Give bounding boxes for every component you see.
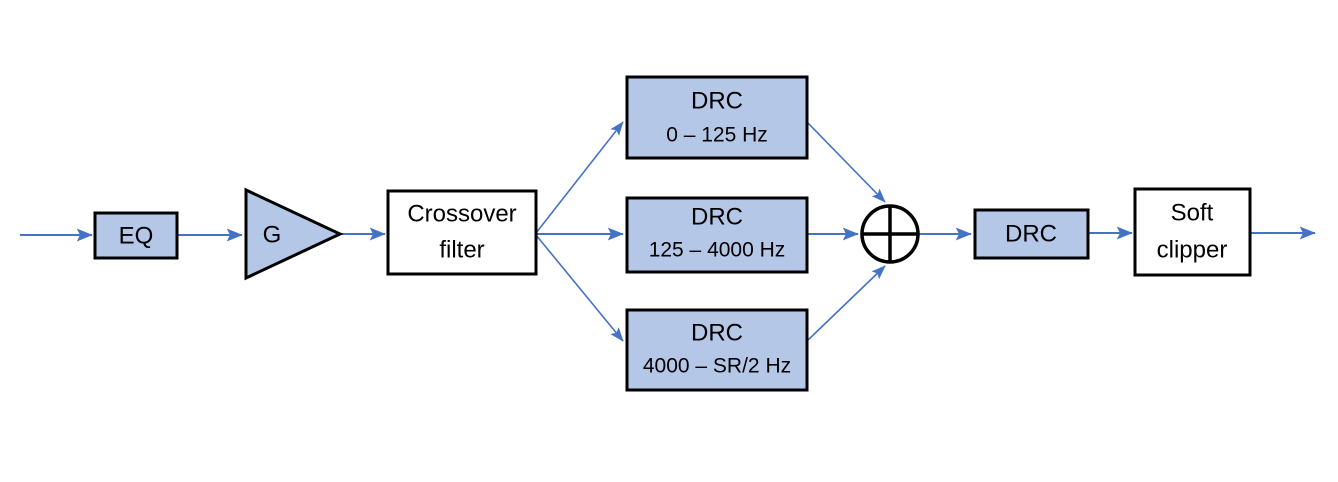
block-drc-mid[interactable]: DRC 125 – 4000 Hz <box>625 196 809 274</box>
block-drc-master-label: DRC <box>1005 220 1057 247</box>
block-soft-clipper-label-line2: clipper <box>1157 236 1228 263</box>
block-drc-low-range: 0 – 125 Hz <box>666 124 768 147</box>
block-drc-low[interactable]: DRC 0 – 125 Hz <box>625 75 809 160</box>
block-gain-label: G <box>263 221 282 248</box>
block-drc-high[interactable]: DRC 4000 – SR/2 Hz <box>625 308 809 392</box>
block-soft-clipper[interactable]: Soft clipper <box>1133 187 1252 277</box>
block-drc-mid-range: 125 – 4000 Hz <box>649 239 786 262</box>
block-crossover-filter[interactable]: Crossover filter <box>386 189 538 276</box>
block-drc-master[interactable]: DRC <box>973 208 1090 260</box>
block-crossover-label-line1: Crossover <box>407 200 516 227</box>
block-eq[interactable]: EQ <box>93 211 179 260</box>
connector-crossover-to-drc-low <box>535 121 624 234</box>
connector-drc-low-to-summer <box>806 121 886 203</box>
block-summing-junction[interactable] <box>860 204 920 264</box>
block-gain-amplifier[interactable]: G <box>244 187 344 281</box>
block-crossover-label-line2: filter <box>439 236 484 263</box>
block-drc-low-title: DRC <box>691 87 743 114</box>
connector-crossover-to-drc-high <box>535 234 624 342</box>
block-drc-high-range: 4000 – SR/2 Hz <box>643 355 791 378</box>
connector-drc-high-to-summer <box>806 265 886 342</box>
block-drc-high-title: DRC <box>691 319 743 346</box>
block-drc-mid-title: DRC <box>691 203 743 230</box>
block-eq-label: EQ <box>119 222 154 249</box>
block-soft-clipper-label-line1: Soft <box>1171 199 1214 226</box>
